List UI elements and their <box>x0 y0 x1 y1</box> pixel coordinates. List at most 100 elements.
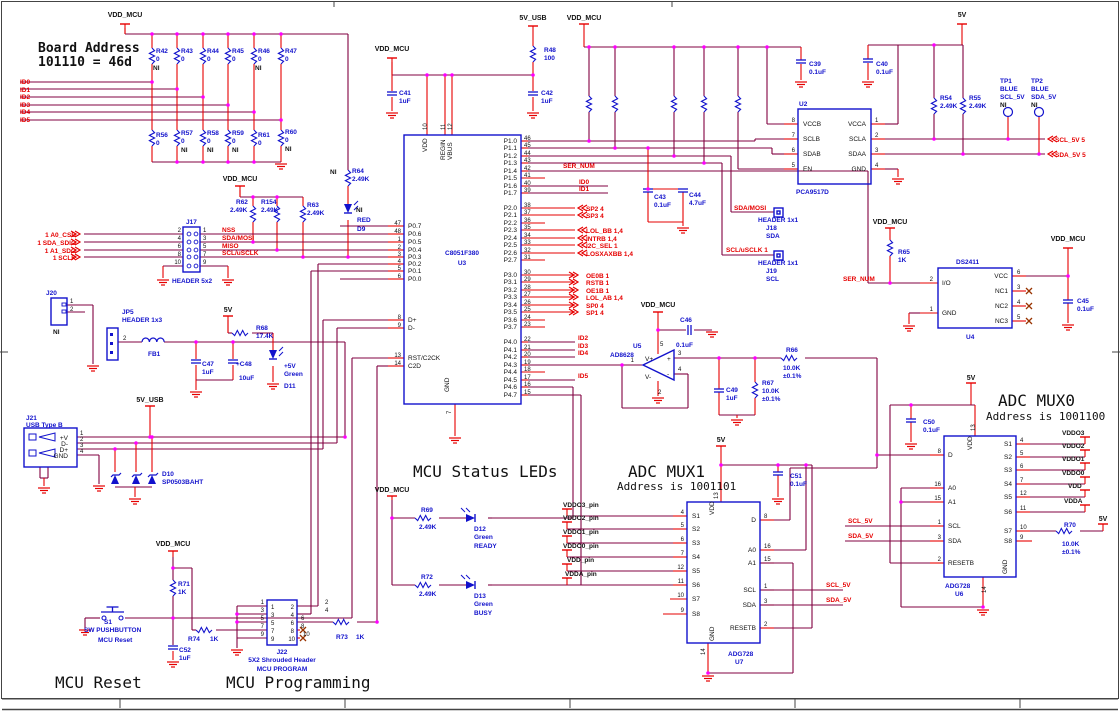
schematic-label: 3 <box>80 443 84 449</box>
tvs-diode-symbol <box>147 472 159 478</box>
net-chevron <box>568 286 580 294</box>
junction-dot <box>150 80 154 84</box>
schematic-label: 0 <box>181 56 185 63</box>
schematic-label: NI <box>153 65 160 72</box>
schematic-label: VDD_MCU <box>156 541 191 548</box>
schematic-label: J18 <box>766 225 777 232</box>
schematic-label: 4 <box>681 510 685 516</box>
junction-dot <box>765 45 769 49</box>
schematic-label: R74 <box>188 636 200 643</box>
schematic-label: LOSXAXBB 1,4 <box>586 251 633 258</box>
schematic-label: VDDA_pin <box>565 571 597 578</box>
schematic-label: SER_NUM <box>843 276 875 283</box>
schematic-label: VDD_MCU <box>1051 236 1086 243</box>
schematic-label: 0.1uF <box>790 481 807 488</box>
schematic-label: 5 <box>1020 451 1024 457</box>
junction-dot <box>231 340 235 344</box>
schematic-label: 21 <box>524 345 531 351</box>
schematic-label: U2 <box>799 101 808 108</box>
resistor-symbol <box>930 97 938 115</box>
schematic-label: P0.1 <box>408 268 422 275</box>
schematic-label: 5 <box>1017 315 1021 321</box>
schematic-label: VDDO3_pin <box>563 502 599 509</box>
schematic-label: 41 <box>524 173 531 179</box>
schematic-label: 0 <box>207 138 211 145</box>
junction-dot <box>646 146 650 150</box>
schematic-label: VDD_MCU <box>641 302 676 309</box>
schematic-label: S2 <box>692 526 700 533</box>
schematic-label: 10 <box>423 123 429 130</box>
junction-dot <box>201 95 205 99</box>
schematic-label: S5 <box>1004 494 1012 501</box>
schematic-label: R61 <box>258 132 270 139</box>
schematic-label: 9 <box>1020 535 1024 541</box>
schematic-label: VDDO1 <box>1062 456 1085 463</box>
net-chevron <box>576 241 588 249</box>
schematic-label: SDA <box>743 602 757 609</box>
schematic-label: 1uF <box>726 395 738 402</box>
schematic-label: 3 <box>203 236 207 242</box>
schematic-label: 0 <box>181 138 185 145</box>
schematic-label: R63 <box>307 202 319 209</box>
schematic-label: D+ <box>408 317 417 324</box>
schematic-label: I/O <box>942 280 951 287</box>
schematic-label: P4.5 <box>504 377 518 384</box>
ic-adg728-u7 <box>686 501 761 644</box>
resistor-symbol <box>273 205 281 223</box>
schematic-label: NI <box>1031 102 1038 109</box>
schematic-label: J17 <box>186 219 197 226</box>
led-arrows <box>353 200 359 211</box>
schematic-label: 6 <box>301 616 305 622</box>
schematic-label: P1.7 <box>504 190 518 197</box>
schematic-label: 3 <box>938 535 942 541</box>
schematic-label: P1.2 <box>504 153 518 160</box>
ic-adg728-u6 <box>943 435 1017 578</box>
schematic-label: - <box>667 371 669 378</box>
schematic-label: 10 <box>1020 525 1027 531</box>
schematic-label: ID2 <box>20 94 31 101</box>
schematic-label: MCU Status LEDs <box>413 462 558 481</box>
schematic-label: SDAB <box>803 151 821 158</box>
schematic-label: 2.49K <box>419 591 437 598</box>
schematic-label: R58 <box>207 130 219 137</box>
schematic-label: NI <box>356 207 363 214</box>
junction-dot <box>776 463 780 467</box>
schematic-label: PCA9517D <box>796 189 829 196</box>
schematic-label: 10uF <box>239 375 254 382</box>
schematic-label: 100 <box>544 55 555 62</box>
schematic-label: SDA <box>948 538 962 545</box>
schematic-label: 8 <box>291 629 295 635</box>
junction-dot <box>252 110 256 114</box>
j17-pin-circle <box>186 231 192 237</box>
schematic-label: 5 <box>681 523 685 529</box>
schematic-label: P0.4 <box>408 247 422 254</box>
schematic-label: P3.5 <box>504 309 518 316</box>
junction-dot <box>1066 274 1070 278</box>
schematic-label: REGIN <box>440 139 447 160</box>
net-chevron <box>568 271 580 279</box>
schematic-label: A0 <box>948 485 956 492</box>
schematic-label: S3 <box>692 540 700 547</box>
schematic-label: D10 <box>162 471 174 478</box>
schematic-label: P3.4 <box>504 302 518 309</box>
schematic-label: 2.49K <box>230 207 248 214</box>
j17-pin-circle <box>186 239 192 245</box>
resistor-symbol <box>277 47 285 65</box>
schematic-label: P2.5 <box>504 242 518 249</box>
schematic-label: P2.7 <box>504 257 518 264</box>
schematic-label: 32 <box>524 248 531 254</box>
schematic-label: 0 <box>258 140 262 147</box>
schematic-label: 20 <box>524 352 531 358</box>
schematic-label: 7 <box>203 252 207 258</box>
schematic-label: 0.1uF <box>1077 306 1094 313</box>
schematic-label: S5 <box>692 568 700 575</box>
schematic-label: 1 <box>764 584 768 590</box>
schematic-label: 2.49K <box>940 103 958 110</box>
conn-j21-usb <box>23 427 78 468</box>
schematic-label: 5V_USB <box>519 15 546 22</box>
j17-pin-circle <box>193 239 199 245</box>
schematic-label: SCL_5V <box>1000 94 1025 101</box>
j17-pin-circle <box>186 263 192 269</box>
resistor-symbol <box>195 626 213 634</box>
